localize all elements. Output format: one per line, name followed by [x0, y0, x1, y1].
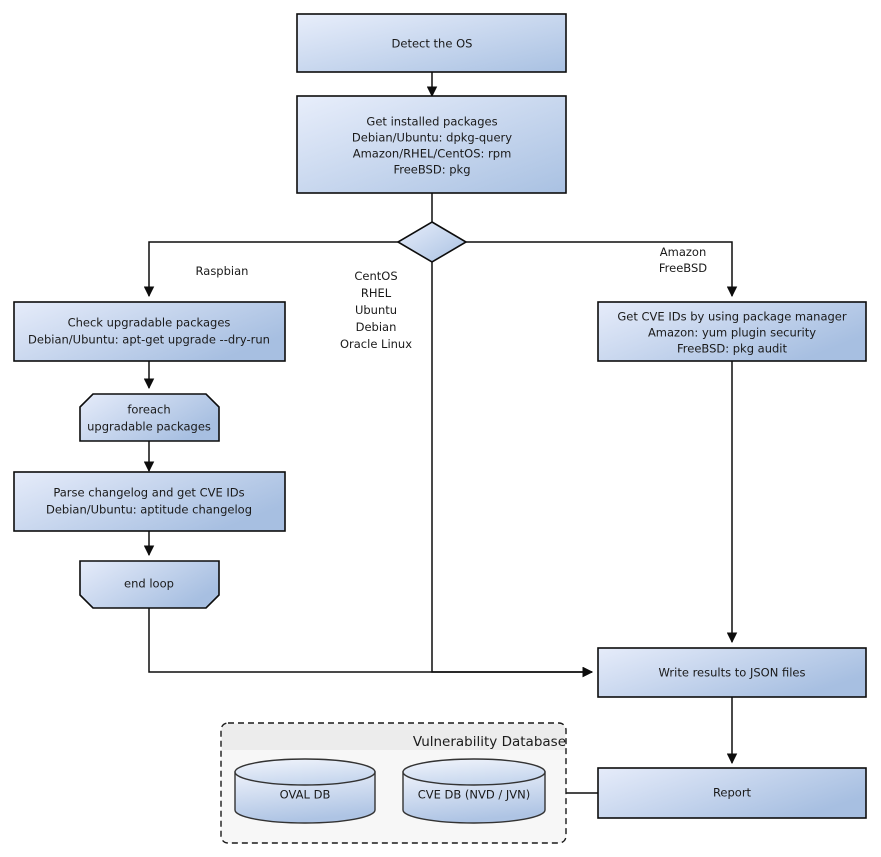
edge-label-middle-line2: RHEL — [361, 286, 392, 300]
node-label-report: Report — [713, 786, 752, 800]
edge-label-middle-line3: Ubuntu — [355, 303, 397, 317]
node-write-results-to-json[interactable]: Write results to JSON files — [597, 647, 867, 698]
edge-label-middle-line5: Oracle Linux — [340, 337, 412, 351]
node-report[interactable]: Report — [597, 767, 867, 819]
edge-label-right-line1: Amazon — [660, 245, 706, 259]
node-parse-changelog[interactable]: Parse changelog and get CVE IDs Debian/U… — [13, 471, 286, 532]
node-label-get-installed-line4: FreeBSD: pkg — [393, 163, 470, 177]
edge-label-middle-line4: Debian — [356, 320, 397, 334]
node-get-cve-ids[interactable]: Get CVE IDs by using package manager Ama… — [597, 301, 867, 362]
node-label-foreach-line2: upgradable packages — [87, 420, 211, 434]
edge-label-middle-line1: CentOS — [354, 269, 397, 283]
group-vulnerability-database-header — [222, 724, 565, 750]
edge-label-middle-os-list: CentOS RHEL Ubuntu Debian Oracle Linux — [340, 269, 412, 351]
node-get-installed-packages[interactable]: Get installed packages Debian/Ubuntu: dp… — [296, 95, 567, 194]
edge-decision-to-write-results-middle — [431, 262, 594, 678]
node-label-check-upgradable-line2: Debian/Ubuntu: apt-get upgrade --dry-run — [28, 333, 270, 347]
edge-label-raspbian-text: Raspbian — [196, 264, 249, 278]
edge-label-right-line2: FreeBSD — [659, 261, 707, 275]
group-vulnerability-database: Vulnerability Database OVAL DB CVE DB (N… — [220, 722, 567, 844]
database-oval-db[interactable]: OVAL DB — [234, 758, 376, 824]
node-label-get-cve-line3: FreeBSD: pkg audit — [677, 342, 788, 356]
edge-decision-to-check-upgradable — [143, 241, 398, 298]
node-label-end-loop: end loop — [124, 577, 174, 591]
node-label-foreach-line1: foreach — [127, 403, 170, 417]
node-label-write-results: Write results to JSON files — [659, 666, 806, 680]
node-detect-the-os[interactable]: Detect the OS — [296, 13, 567, 73]
database-oval-db-label: OVAL DB — [280, 788, 331, 802]
node-label-detect-os: Detect the OS — [392, 37, 473, 51]
node-label-parse-changelog-line1: Parse changelog and get CVE IDs — [53, 486, 244, 500]
node-end-loop[interactable]: end loop — [79, 560, 220, 609]
node-label-get-installed-line3: Amazon/RHEL/CentOS: rpm — [353, 147, 512, 161]
node-label-get-cve-line2: Amazon: yum plugin security — [648, 326, 816, 340]
node-os-decision-diamond[interactable] — [396, 221, 468, 263]
node-foreach-loop-start[interactable]: foreach upgradable packages — [79, 393, 220, 442]
node-label-check-upgradable-line1: Check upgradable packages — [68, 316, 231, 330]
edge-endloop-to-write-results — [148, 608, 594, 678]
edge-decision-to-get-cve-ids — [466, 241, 738, 298]
edge-label-raspbian: Raspbian — [196, 264, 249, 278]
database-cve-db[interactable]: CVE DB (NVD / JVN) — [402, 758, 546, 824]
edge-label-amazon-freebsd: Amazon FreeBSD — [659, 245, 707, 275]
group-vulnerability-database-title: Vulnerability Database — [413, 734, 566, 750]
node-label-get-cve-line1: Get CVE IDs by using package manager — [617, 310, 847, 324]
node-check-upgradable-packages[interactable]: Check upgradable packages Debian/Ubuntu:… — [13, 301, 286, 362]
node-label-get-installed-line2: Debian/Ubuntu: dpkg-query — [352, 131, 512, 145]
database-cve-db-label: CVE DB (NVD / JVN) — [418, 788, 531, 802]
node-label-parse-changelog-line2: Debian/Ubuntu: aptitude changelog — [46, 503, 252, 517]
node-label-get-installed-line1: Get installed packages — [366, 115, 497, 129]
